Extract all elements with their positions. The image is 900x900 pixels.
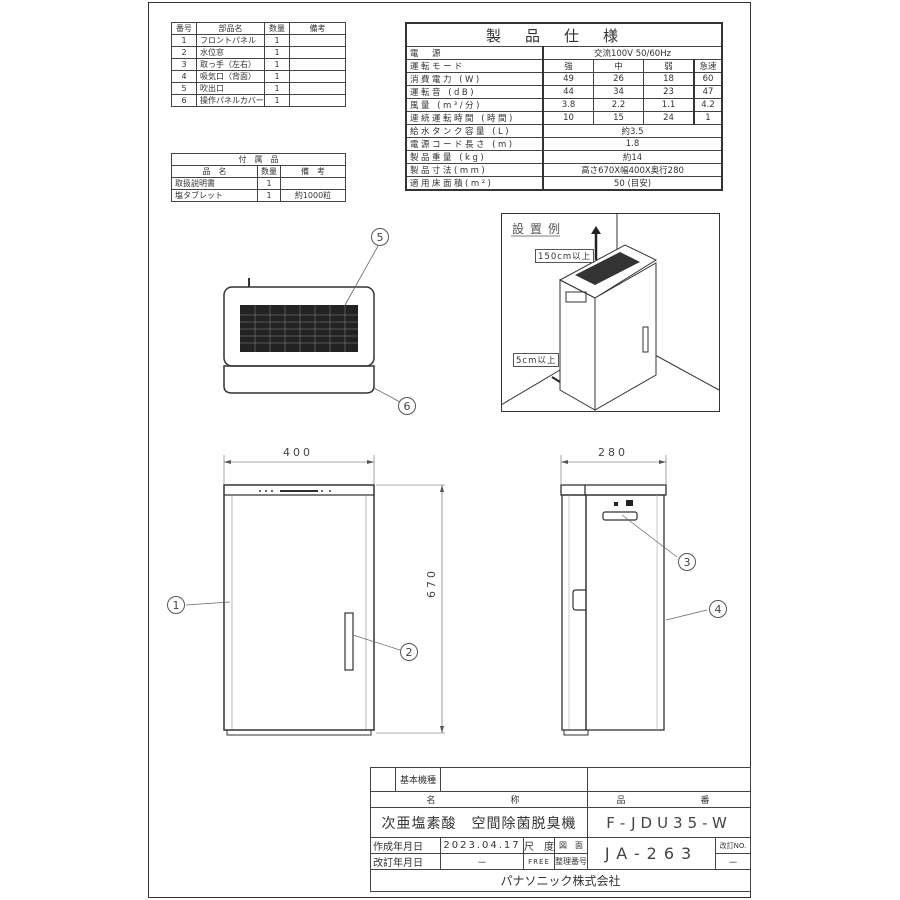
callout-5: 5 [371,228,389,246]
spec-row-noise: 運転音 (dB) 44 34 23 47 [405,85,723,99]
parts-header-row: 番号 部品名 数量 備考 [171,22,346,35]
accessory-note: 約1000粒 [280,189,346,202]
name-header: 名 称 [369,791,589,808]
install-example-title: 設置例 [512,222,567,236]
part-note [289,94,346,107]
spec-title: 製品仕様 [405,22,723,47]
callout-3: 3 [678,553,696,571]
spec-value: 高さ670X幅400X奥行280 [542,163,723,177]
spec-row-power-consumption: 消費電力 (W) 49 26 18 60 [405,72,723,86]
base-model-value [439,767,589,792]
blank-cell [587,767,751,792]
drawing-number: JA-263 [587,837,716,870]
spec-label: 製品寸法(mm) [405,163,544,177]
part-no-header: 品 番 [587,791,751,808]
spec-row-airflow: 風量 (m³/分) 3.8 2.2 1.1 4.2 [405,98,723,112]
table-row: 1 フロントパネル 1 [171,34,346,47]
callout-4: 4 [709,600,727,618]
callout-6: 6 [398,397,416,415]
depth-dimension: 280 [598,446,628,459]
base-model-label: 基本機種 [395,767,441,792]
table-row: 取扱説明書 1 [171,177,346,190]
part-no: 6 [171,94,197,107]
spec-row-floor-area: 適用床面積(m²) 50 (目安) [405,176,723,191]
spec-label: 適用床面積(m²) [405,176,544,191]
spec-row-dimensions: 製品寸法(mm) 高さ670X幅400X奥行280 [405,163,723,177]
table-row: 4 吸気口（背面） 1 [171,70,346,83]
company-name: パナソニック株式会社 [370,869,751,892]
table-row: 塩タブレット 1 約1000粒 [171,189,346,202]
spec-table: 製品仕様 電 源 交流100V 50/60Hz 運転モード 強 中 弱 急速 消… [405,22,723,191]
table-row: 6 操作パネルカバー 1 [171,94,346,107]
callout-1: 1 [167,596,185,614]
table-row: 5 吹出口 1 [171,82,346,95]
created-date: 2023.04.17 [440,837,524,854]
revision-label: 改訂NO. [715,837,751,854]
drawing-frame [148,2,751,898]
drawing-no-label-2: 整理番号 [553,853,589,870]
spec-row-cord: 電源コード長さ (m) 1.8 [405,137,723,151]
accessories-table: 付 属 品 品 名 数量 備 考 取扱説明書 1 塩タブレット 1 約1000粒 [171,153,346,202]
table-row: 2 水位窓 1 [171,46,346,59]
scale-value: FREE [523,853,555,870]
revised-label: 改訂年月日 [370,853,441,870]
part-number: F-JDU35-W [587,807,751,838]
product-name: 次亜塩素酸 空間除菌脱臭機 [369,807,589,838]
spec-value: 47 [693,85,723,99]
spec-value: 15 [593,111,644,125]
top-clearance-label: 150cm以上 [535,249,595,263]
spec-value: 50 (目安) [542,176,723,191]
revision-value: － [715,853,751,870]
created-label: 作成年月日 [370,837,441,854]
title-block: 基本機種 名 称 品 番 次亜塩素酸 空間除菌脱臭機 F-JDU35-W 作成年… [369,767,751,892]
accessories-header-row: 品 名 数量 備 考 [171,165,346,178]
revised-date: － [440,853,524,870]
install-example-box [501,213,720,412]
width-dimension: 400 [283,446,313,459]
parts-table: 番号 部品名 数量 備考 1 フロントパネル 1 2 水位窓 1 3 取っ手（左… [171,22,346,107]
side-clearance-label: 5cm以上 [513,353,560,367]
callout-2: 2 [400,643,418,661]
scale-label: 尺 度 [523,837,555,854]
drawing-no-label-1: 図 面 [553,837,589,854]
